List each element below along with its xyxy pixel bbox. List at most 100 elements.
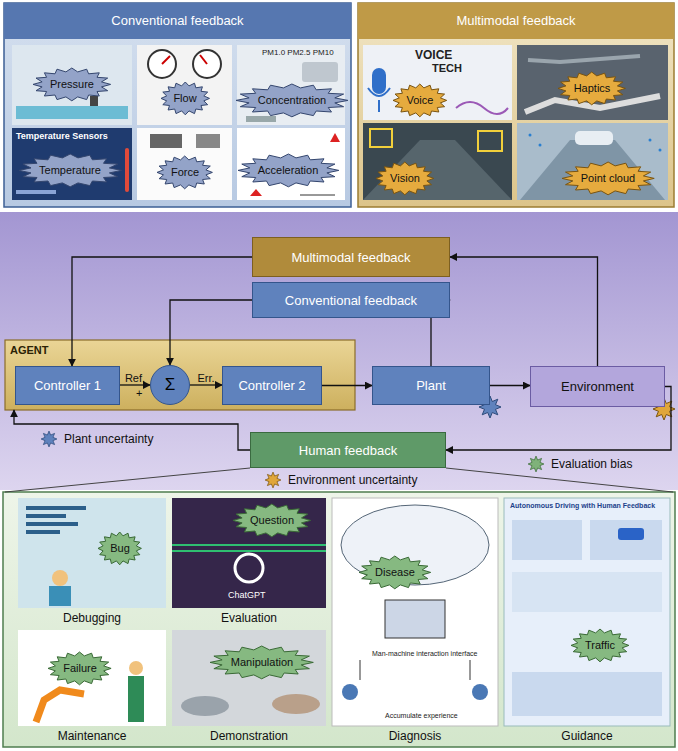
starburst-text: Voice xyxy=(407,94,434,106)
starburst-tag: Traffic xyxy=(570,628,630,663)
force-image-part xyxy=(137,128,232,200)
maintenance-image-part xyxy=(18,630,166,726)
starburst-outline xyxy=(210,646,313,679)
flow-image-part xyxy=(162,56,170,64)
temperature-image xyxy=(12,128,132,200)
flow-image-part xyxy=(193,50,221,78)
vision-image-part xyxy=(363,140,512,200)
example-tile: DemonstrationManipulation xyxy=(172,630,326,744)
conventional-panel-frame-part xyxy=(4,3,351,39)
tile-caption: Demonstration xyxy=(172,728,326,744)
pressure-image xyxy=(12,45,132,125)
connector-arrow xyxy=(120,384,150,385)
vision-image-part xyxy=(478,131,502,151)
point-cloud-image-part xyxy=(649,139,652,142)
example-tile: GuidanceTraffic xyxy=(504,498,670,744)
starburst-tag: Pressure xyxy=(32,67,112,102)
process-box: Controller 1 xyxy=(15,366,120,405)
force-image-part xyxy=(150,134,182,148)
legend-star xyxy=(38,431,60,447)
acceleration-image-part xyxy=(237,128,345,200)
starburst-outline xyxy=(393,84,447,117)
diagnosis-image-part xyxy=(342,684,358,700)
debugging-image-part xyxy=(26,514,66,518)
guidance-image-part xyxy=(512,572,662,612)
feedback-panel: Multimodal feedbackVoiceHapticsVisionPoi… xyxy=(358,3,674,207)
process-box: Environment xyxy=(530,366,665,407)
tile-caption: Debugging xyxy=(18,610,166,626)
legend-text: Environment uncertainty xyxy=(288,473,417,487)
starburst-outline xyxy=(157,156,212,189)
summing-junction: Σ xyxy=(150,365,190,405)
evaluation-image-part xyxy=(235,554,263,582)
tile-caption: Evaluation xyxy=(172,610,326,626)
diagnosis-image-part xyxy=(385,600,445,638)
diagnosis-image xyxy=(332,498,498,726)
concentration-image-part xyxy=(246,116,276,122)
connector-arrow xyxy=(190,384,222,385)
box-label: Controller 2 xyxy=(238,378,305,393)
annotation-label: Temperature Sensors xyxy=(16,131,108,142)
acceleration-image-part xyxy=(250,189,262,196)
connector-arrow xyxy=(170,300,252,365)
starburst-text: Force xyxy=(171,166,199,178)
annotation-label: Autonomous Driving with Human Feedback xyxy=(510,502,655,510)
starburst-outline xyxy=(562,162,654,195)
evaluation-image xyxy=(172,498,326,608)
zoom-line-part xyxy=(5,468,250,492)
starburst-tag: Bug xyxy=(97,531,142,566)
debugging-image-part xyxy=(52,570,68,586)
starburst-tag: Failure xyxy=(47,651,112,686)
starburst-outline xyxy=(376,162,434,195)
connector-arrow xyxy=(450,257,598,366)
guidance-image xyxy=(504,498,670,726)
legend-text: Evaluation bias xyxy=(551,457,632,471)
legend-star xyxy=(262,472,284,488)
haptics-image xyxy=(517,45,668,120)
starburst-tag: Disease xyxy=(358,555,432,590)
voice-image-part xyxy=(368,88,390,96)
acceleration-image-part xyxy=(330,133,340,142)
flow-image xyxy=(137,45,232,125)
bottom-panel-frame-part xyxy=(3,492,675,747)
point-cloud-image xyxy=(517,123,668,200)
starburst-text: Bug xyxy=(110,542,130,554)
force-image-part xyxy=(196,134,220,148)
example-tile: MaintenanceFailure xyxy=(18,630,166,744)
force-image xyxy=(137,128,232,200)
box-label: Human feedback xyxy=(299,443,397,458)
pressure-image-part xyxy=(12,45,132,125)
example-tile: Diagnosis Disease xyxy=(332,498,498,744)
flow-image-part xyxy=(148,50,176,78)
starburst-outline xyxy=(33,68,111,101)
temperature-image-part xyxy=(125,148,129,192)
process-box: Multimodal feedback xyxy=(252,237,450,277)
box-label: Plant xyxy=(416,378,446,393)
demonstration-image-part xyxy=(181,696,229,716)
guidance-image-part xyxy=(512,672,662,716)
starburst-tag: Vision xyxy=(375,161,435,196)
temperature-image-part xyxy=(16,190,56,194)
haptics-image-part xyxy=(528,56,640,62)
connector-arrow xyxy=(72,257,252,366)
zoom-line-part xyxy=(446,468,673,492)
box-label: Controller 1 xyxy=(34,378,101,393)
loop-band-part xyxy=(0,212,678,490)
process-box: Human feedback xyxy=(250,432,446,468)
starburst-tag: Flow xyxy=(160,81,211,116)
tile-caption: Diagnosis xyxy=(332,728,498,744)
voice-image-part xyxy=(378,100,380,112)
starburst-outline xyxy=(161,82,210,115)
acceleration-image-part xyxy=(300,195,335,196)
starburst-tag: Voice xyxy=(392,83,448,118)
legend-star-shape xyxy=(528,456,544,472)
conventional-panel-frame xyxy=(4,3,351,207)
guidance-image-part xyxy=(590,520,662,560)
starburst-text: Acceleration xyxy=(258,164,319,176)
example-tile: Debugging Bug xyxy=(18,498,166,626)
starburst-text: Haptics xyxy=(574,82,611,94)
starburst-outline xyxy=(238,154,339,187)
starburst-tag: Acceleration xyxy=(237,153,340,188)
vision-image xyxy=(363,123,512,200)
